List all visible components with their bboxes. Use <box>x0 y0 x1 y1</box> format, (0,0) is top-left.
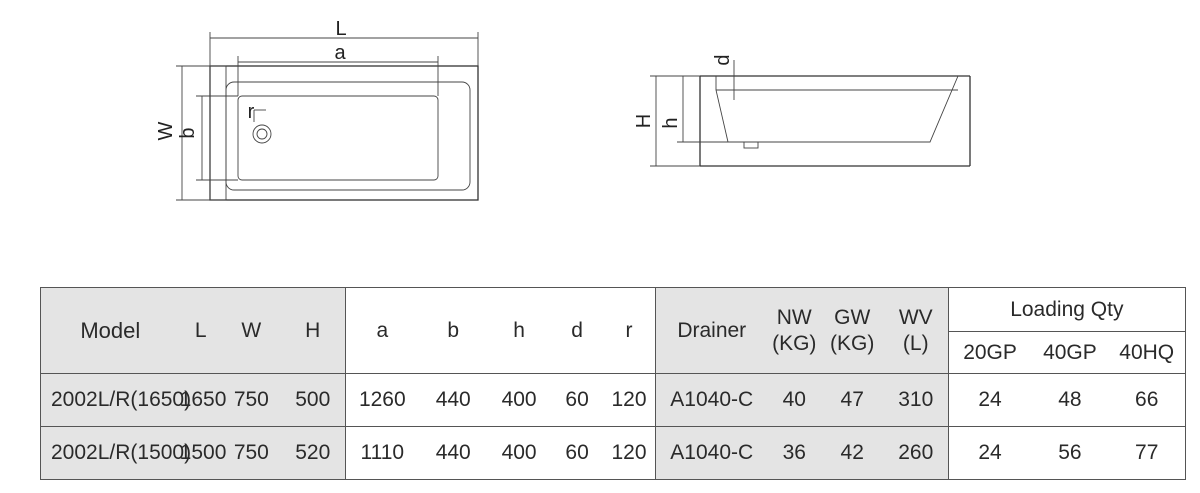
cell-drainer: A1040-C <box>655 426 768 480</box>
cell-wv: 260 <box>883 426 949 480</box>
table-subheader-row: 20GP 40GP 40HQ <box>41 331 1187 374</box>
header-40hq: 40HQ <box>1108 331 1187 374</box>
header-h: h <box>487 287 551 374</box>
cell-gw: 47 <box>820 373 884 427</box>
cell-h: 400 <box>487 373 551 427</box>
cell-40hq: 77 <box>1108 426 1187 480</box>
header-a: a <box>345 287 419 374</box>
label-h: h <box>660 117 682 128</box>
header-W: W <box>221 287 281 374</box>
cell-a: 1110 <box>345 426 419 480</box>
cell-L: 1650 <box>179 373 226 427</box>
header-gw-line2: (KG) <box>830 331 875 355</box>
cell-nw: 36 <box>767 426 821 480</box>
cell-b: 440 <box>418 373 488 427</box>
cell-20gp: 24 <box>948 373 1032 427</box>
header-wv-line1: WV <box>898 305 933 329</box>
header-r: r <box>603 287 656 374</box>
table-header-row: Model L W H a b h d r Drainer NW (KG) GW… <box>39 287 1187 374</box>
top-view-drawing <box>176 32 479 201</box>
cell-wv: 310 <box>883 373 949 427</box>
header-wv-line2: (L) <box>902 331 929 355</box>
header-nw: NW (KG) <box>767 287 821 374</box>
cell-nw: 40 <box>767 373 821 427</box>
label-d: d <box>712 54 734 65</box>
label-b: b <box>177 127 199 138</box>
header-d: d <box>550 287 604 374</box>
label-r: r <box>248 101 255 123</box>
label-W: W <box>155 121 177 140</box>
cell-h: 400 <box>487 426 551 480</box>
cell-r: 120 <box>603 373 656 427</box>
cell-d: 60 <box>550 373 604 427</box>
header-H: H <box>280 287 346 374</box>
cell-40hq: 66 <box>1108 373 1187 427</box>
cell-model: 2002L/R(1650) <box>39 373 191 427</box>
table-row: 2002L/R(1500) 1500 750 520 1110 440 400 … <box>39 426 1187 480</box>
cell-H: 500 <box>280 373 346 427</box>
cell-gw: 42 <box>820 426 884 480</box>
cell-model: 2002L/R(1500) <box>39 426 191 480</box>
header-loading-qty: Loading Qty <box>948 287 1187 332</box>
cell-a: 1260 <box>345 373 419 427</box>
cell-W: 750 <box>221 373 281 427</box>
cell-W: 750 <box>221 426 281 480</box>
cell-r: 120 <box>603 426 656 480</box>
header-gw-line1: GW <box>834 305 871 329</box>
cell-H: 520 <box>280 426 346 480</box>
label-a: a <box>334 42 346 64</box>
header-nw-line2: (KG) <box>772 331 817 355</box>
header-gw: GW (KG) <box>820 287 884 374</box>
table-row: 2002L/R(1650) 1650 750 500 1260 440 400 … <box>39 373 1187 427</box>
header-wv: WV (L) <box>883 287 949 374</box>
cell-40gp: 48 <box>1031 373 1109 427</box>
header-L: L <box>179 287 222 374</box>
cell-drainer: A1040-C <box>655 373 768 427</box>
cell-L: 1500 <box>179 426 226 480</box>
label-H: H <box>633 114 655 128</box>
specification-table: Model L W H a b h d r Drainer NW (KG) GW… <box>39 287 1187 480</box>
cell-20gp: 24 <box>948 426 1032 480</box>
header-model: Model <box>39 287 180 374</box>
header-drainer: Drainer <box>655 287 768 374</box>
header-nw-line1: NW <box>776 305 812 329</box>
cell-d: 60 <box>550 426 604 480</box>
bathtub-dimension-drawings: L a W b r H h d <box>155 18 971 201</box>
side-view-drawing <box>650 60 971 167</box>
cell-40gp: 56 <box>1031 426 1109 480</box>
label-L: L <box>335 18 346 40</box>
header-b: b <box>418 287 488 374</box>
header-40gp: 40GP <box>1031 331 1109 374</box>
header-20gp: 20GP <box>948 331 1032 374</box>
cell-b: 440 <box>418 426 488 480</box>
